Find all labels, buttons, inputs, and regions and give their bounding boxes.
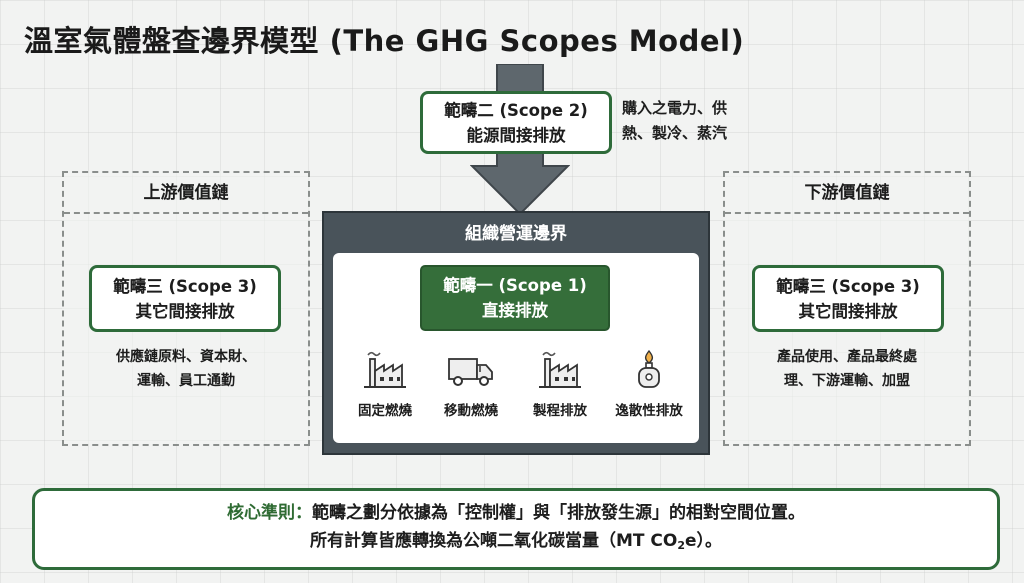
gas-cylinder-icon: [638, 349, 660, 388]
downstream-note: 產品使用、產品最終處 理、下游運輸、加盟: [733, 345, 961, 393]
source-stationary-combustion: 固定燃燒: [340, 349, 430, 419]
source-mobile-combustion: 移動燃燒: [426, 349, 516, 419]
page-title: 溫室氣體盤查邊界模型 (The GHG Scopes Model): [24, 24, 745, 58]
downstream-scope3-subtitle: 其它間接排放: [798, 301, 898, 321]
principle-line2-pre: 所有計算皆應轉換為公噸二氧化碳當量（MT CO: [309, 530, 678, 551]
upstream-scope3-box: 範疇三 (Scope 3) 其它間接排放: [89, 265, 281, 332]
principle-line1-text: 範疇之劃分依據為「控制權」與「排放發生源」的相對空間位置。: [312, 502, 805, 523]
downstream-note-line1: 產品使用、產品最終處: [777, 349, 917, 365]
source-process-emission: 製程排放: [515, 349, 605, 419]
scope2-title: 範疇二 (Scope 2): [444, 100, 588, 120]
downstream-scope3-box: 範疇三 (Scope 3) 其它間接排放: [752, 265, 944, 332]
principle-line2: 所有計算皆應轉換為公噸二氧化碳當量（MT CO2e）。: [35, 527, 997, 560]
principle-line2-post: e）。: [684, 530, 723, 551]
upstream-scope3-subtitle: 其它間接排放: [135, 301, 235, 321]
source-label: 逸散性排放: [615, 403, 683, 419]
source-label: 移動燃燒: [444, 403, 498, 419]
org-boundary-heading: 組織營運邊界: [465, 224, 567, 244]
scope2-note: 購入之電力、供 熱、製冷、蒸汽: [622, 96, 762, 146]
principle-key: 核心準則：: [227, 502, 312, 523]
source-fugitive-emission: 逸散性排放: [604, 349, 694, 419]
source-label: 製程排放: [533, 403, 587, 419]
scope2-note-line2: 熱、製冷、蒸汽: [622, 124, 728, 142]
scope1-box: 範疇一 (Scope 1) 直接排放: [420, 265, 610, 331]
scope1-subtitle: 直接排放: [482, 301, 548, 320]
upstream-heading: 上游價值鏈: [64, 173, 308, 214]
truck-icon: [448, 358, 493, 386]
principle-line1: 核心準則：範疇之劃分依據為「控制權」與「排放發生源」的相對空間位置。: [35, 499, 997, 527]
downstream-scope3-title: 範疇三 (Scope 3): [776, 276, 920, 296]
scope2-box: 範疇二 (Scope 2) 能源間接排放: [420, 91, 612, 154]
downstream-heading: 下游價值鏈: [725, 173, 969, 214]
scope2-note-line1: 購入之電力、供: [622, 99, 728, 117]
upstream-scope3-title: 範疇三 (Scope 3): [113, 276, 257, 296]
scope1-title: 範疇一 (Scope 1): [443, 276, 587, 295]
factory-icon: [539, 351, 581, 388]
core-principle-box: 核心準則：範疇之劃分依據為「控制權」與「排放發生源」的相對空間位置。 所有計算皆…: [32, 488, 1000, 570]
source-label: 固定燃燒: [358, 403, 412, 419]
principle-line2-sub: 2: [677, 538, 685, 552]
factory-icon: [364, 351, 406, 388]
scope2-subtitle: 能源間接排放: [466, 125, 566, 145]
downstream-note-line2: 理、下游運輸、加盟: [784, 373, 910, 389]
upstream-note: 供應鏈原料、資本財、 運輸、員工通勤: [72, 345, 300, 393]
upstream-note-line1: 供應鏈原料、資本財、: [116, 349, 256, 365]
upstream-note-line2: 運輸、員工通勤: [137, 373, 235, 389]
